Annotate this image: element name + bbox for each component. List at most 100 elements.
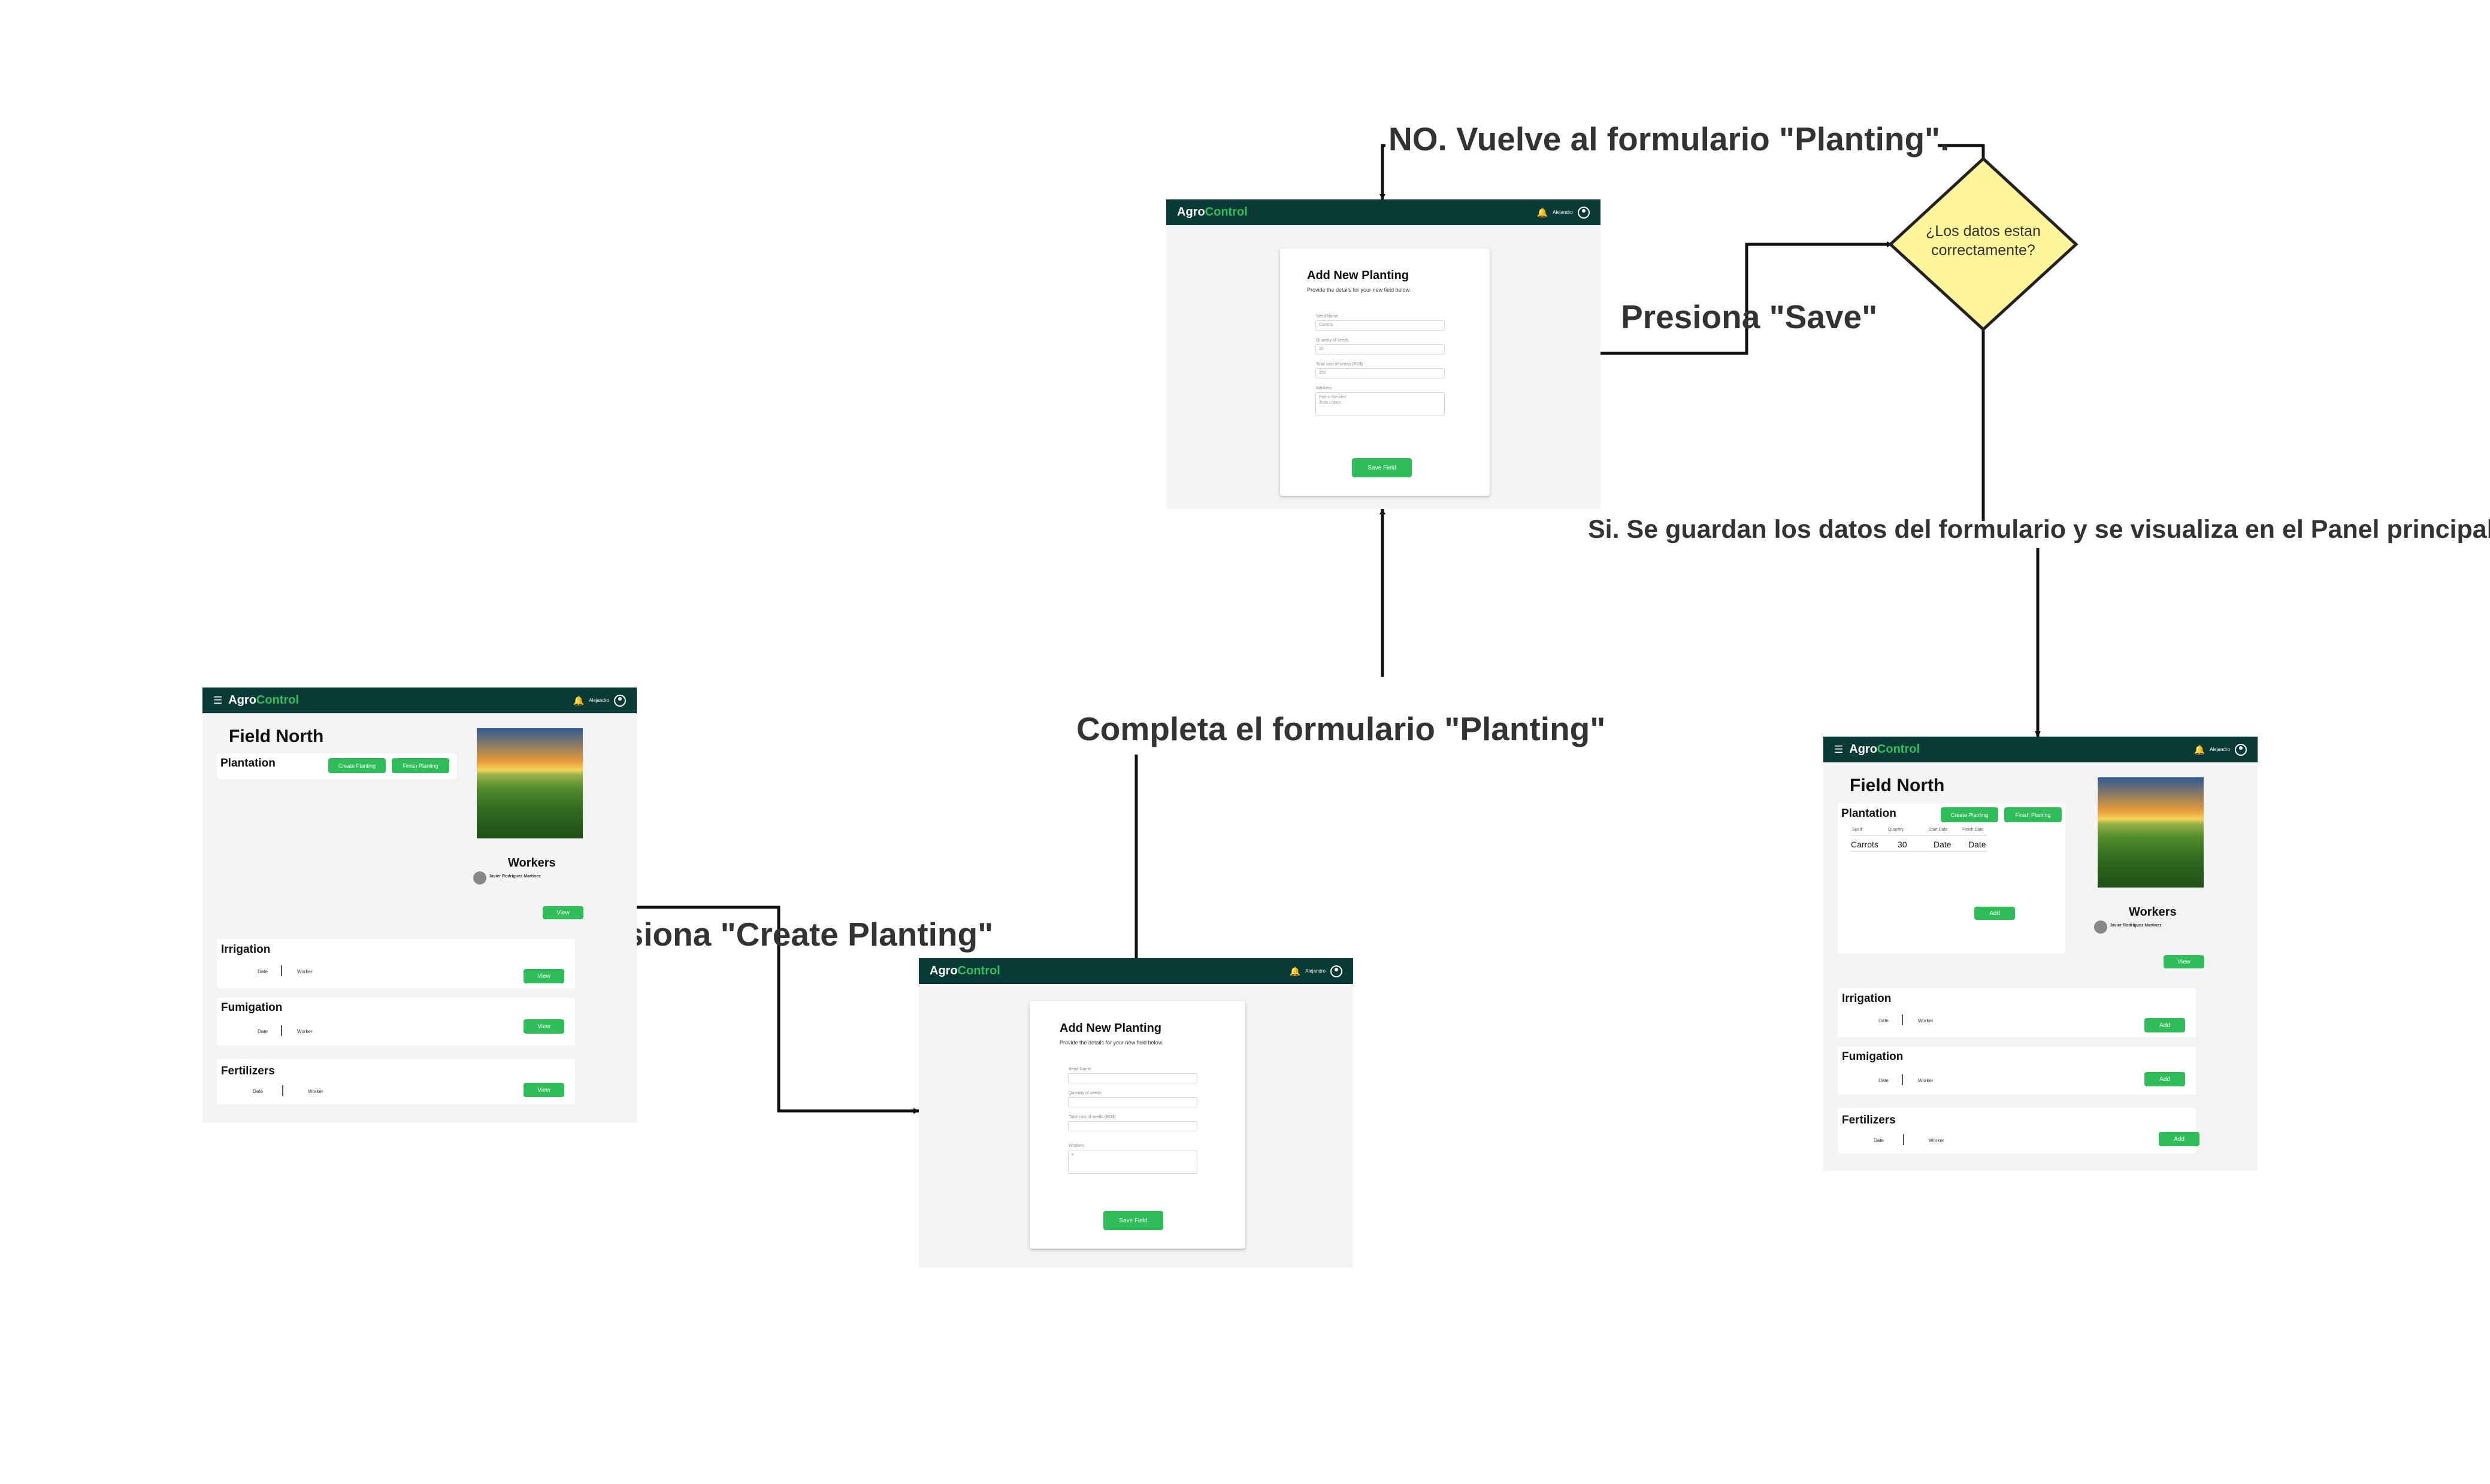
top-navbar: AgroControl 🔔 Alejandro [919,958,1353,984]
irrigation-date: Date [1878,1018,1889,1023]
planting-form-card: Add New Planting Provide the details for… [1030,1001,1245,1249]
field-title: Field North [229,726,324,746]
fertilizers-date: Date [253,1089,263,1094]
brand-logo[interactable]: AgroControl [1849,743,1920,756]
workers-title: Workers [508,856,556,870]
user-avatar-icon[interactable] [614,694,626,707]
decision-line-2: correctamente? [1931,242,2035,259]
bell-icon[interactable]: 🔔 [2194,744,2205,755]
cost-label: Total cost of seeds (RD$) [1316,362,1363,367]
seed-input[interactable]: Carrots [1315,320,1445,331]
cost-input[interactable] [1068,1121,1197,1131]
form-screen-empty: AgroControl 🔔 Alejandro Add New Planting… [919,958,1353,1268]
save-field-button[interactable]: Save Field [1103,1211,1163,1230]
top-navbar: AgroControl 🔔 Alejandro [1166,199,1601,225]
fertilizers-date: Date [1874,1138,1884,1143]
planting-form-card: Add New Planting Provide the details for… [1280,249,1490,496]
user-area: 🔔 Alejandro [573,694,626,707]
qty-input[interactable] [1068,1097,1197,1107]
top-navbar: ☰ AgroControl 🔔 Alejandro [1823,737,2258,762]
qty-label: Quantity of seeds [1316,338,1349,343]
fertilizers-title: Fertilizers [1842,1114,1896,1126]
create-planting-button[interactable]: Create Planting [328,758,386,773]
form-title: Add New Planting [1307,269,1409,282]
form-subtitle: Provide the details for your new field b… [1060,1040,1164,1046]
fumigation-view-button[interactable]: View [524,1019,564,1034]
workers-select[interactable]: ▾ [1068,1150,1197,1174]
seed-label: Seed Name [1069,1067,1091,1071]
user-avatar-icon[interactable] [1330,965,1342,977]
brand-logo[interactable]: AgroControl [1177,205,1248,219]
user-avatar-icon[interactable] [2235,743,2247,756]
cost-input[interactable]: 350 [1315,368,1445,378]
workers-label: Workers [1069,1144,1084,1148]
irrigation-view-button[interactable]: View [524,969,564,983]
label-complete-form: Completa el formulario "Planting" [1076,710,1606,747]
workers-select[interactable]: Pedro Mendez Juan López [1315,392,1445,416]
user-name: Alejandro [589,698,609,703]
table-cell-start: Date [1934,840,1952,849]
workers-view-button[interactable]: View [543,906,583,919]
plantation-title: Plantation [220,757,276,770]
fertilizers-view-button[interactable]: View [524,1083,564,1097]
worker-avatar [2094,920,2107,934]
irrigation-title: Irrigation [221,943,271,956]
workers-view-button[interactable]: View [2164,955,2204,968]
user-avatar-icon[interactable] [1578,206,1590,219]
workers-label: Workers [1316,386,1332,390]
fertilizers-divider [1903,1134,1904,1145]
user-name: Alejandro [2210,747,2230,752]
label-press-create: Presiona "Create Planting" [572,916,994,953]
finish-planting-button[interactable]: Finish Planting [392,758,449,773]
create-planting-button[interactable]: Create Planting [1941,807,1998,822]
label-no-return: NO. Vuelve al formulario "Planting". [1388,120,1950,158]
decision-line-1: ¿Los datos estan [1926,223,2041,240]
edge-press-save [1599,241,1893,355]
qty-label: Quantity of seeds [1069,1091,1102,1095]
field-title: Field North [1850,776,1945,795]
fumigation-date: Date [258,1029,268,1034]
qty-input[interactable]: 30 [1315,344,1445,355]
fertilizers-card: Fertilizers Date Worker Add [1838,1108,2199,1153]
brand-logo[interactable]: AgroControl [930,964,1000,977]
table-cell-quantity: 30 [1898,840,1907,849]
fumigation-add-button[interactable]: Add [2144,1072,2185,1086]
irrigation-worker: Worker [297,969,313,974]
decision-diamond [1888,156,2078,332]
brand-logo[interactable]: AgroControl [228,693,299,707]
form-title: Add New Planting [1060,1022,1161,1035]
cost-label: Total cost of seeds (RD$) [1069,1115,1116,1119]
field-photo [477,728,583,838]
menu-icon[interactable]: ☰ [1834,743,1844,755]
form-subtitle: Provide the details for your new field b… [1307,287,1411,293]
fumigation-card: Fumigation Date Worker Add [1838,1047,2196,1095]
irrigation-date: Date [258,969,268,974]
save-field-button[interactable]: Save Field [1352,458,1412,477]
edge-no [1938,144,1985,159]
bell-icon[interactable]: 🔔 [1289,966,1301,977]
fertilizers-card: Fertilizers Date Worker View [217,1059,575,1104]
fumigation-divider [1902,1074,1903,1085]
fumigation-card: Fumigation Date Worker View [217,998,575,1046]
user-area: 🔔 Alejandro [2194,743,2247,756]
fumigation-divider [281,1025,282,1036]
plantation-add-button[interactable]: Add [1974,907,2015,920]
seed-label: Seed Name [1316,314,1338,319]
worker-name: Javier Rodriguez Martinez [489,874,541,879]
irrigation-add-button[interactable]: Add [2144,1018,2185,1032]
dashboard-screen-initial: ☰ AgroControl 🔔 Alejandro Field North Pl… [202,688,637,1123]
table-cell-seed: Carrots [1851,840,1878,849]
bell-icon[interactable]: 🔔 [573,695,585,706]
fumigation-title: Fumigation [1842,1050,1904,1063]
table-header-finish: Finish Date [1962,828,1984,832]
bell-icon[interactable]: 🔔 [1536,207,1548,218]
fumigation-date: Date [1878,1078,1889,1083]
fertilizers-add-button[interactable]: Add [2159,1132,2199,1146]
fumigation-worker: Worker [1918,1078,1934,1083]
finish-planting-button[interactable]: Finish Planting [2004,807,2062,822]
menu-icon[interactable]: ☰ [213,694,223,706]
seed-input[interactable] [1068,1073,1197,1083]
fertilizers-divider [282,1085,283,1096]
